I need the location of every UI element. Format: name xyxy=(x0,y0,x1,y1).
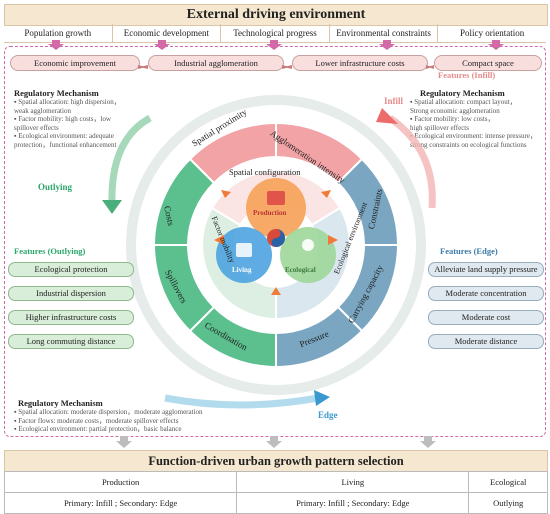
selection-title: Function-driven urban growth pattern sel… xyxy=(4,450,548,472)
outlying-arrow-label: Outlying xyxy=(38,182,73,192)
segment-costs xyxy=(152,157,216,246)
table-row: Primary: Infill ; Secondary: Edge Primar… xyxy=(3,492,548,514)
table-header-cell: Production xyxy=(3,471,238,493)
driver-arrows xyxy=(48,40,504,50)
outlying-feature: Long commuting distance xyxy=(8,334,134,349)
factory-icon xyxy=(267,191,285,205)
driver-item: Economic development xyxy=(113,24,222,42)
infill-arrowhead xyxy=(376,108,398,124)
driver-item: Population growth xyxy=(4,24,113,42)
table-cell: Primary: Infill ; Secondary: Edge xyxy=(236,492,470,514)
outlying-features-title: Features (Outlying) xyxy=(14,246,86,256)
core-label-living: Living xyxy=(232,266,252,274)
infill-arrow-label: Infill xyxy=(384,96,404,106)
infill-arrow xyxy=(387,115,436,209)
core-label-production: Production xyxy=(253,209,287,217)
yin-yang-icon xyxy=(267,229,285,247)
tree-icon xyxy=(302,239,314,251)
outlying-feature: Industrial dispersion xyxy=(8,286,134,301)
edge-arrow-label: Edge xyxy=(318,410,338,420)
house-icon xyxy=(236,243,252,257)
edge-feature: Moderate distance xyxy=(428,334,544,349)
edge-feature: Moderate cost xyxy=(428,310,544,325)
production-circle xyxy=(246,178,306,238)
driver-item: Technological progress xyxy=(221,24,330,42)
middle-label: Spatial configuration xyxy=(229,167,301,177)
factor-pill: Economic improvement xyxy=(10,55,140,71)
outlying-mechanism-text: ▪ Spatial allocation: high dispersion， w… xyxy=(14,98,121,149)
core-label-ecological: Ecological xyxy=(285,266,316,274)
table-header-cell: Living xyxy=(236,471,470,493)
outer-ring xyxy=(126,95,426,395)
edge-feature: Moderate concentration xyxy=(428,286,544,301)
infill-mechanism-text: ▪ Spatial allocation: compact layout， St… xyxy=(410,98,537,149)
factor-connectors xyxy=(138,65,434,69)
table-header-cell: Ecological xyxy=(468,471,548,493)
edge-arrow xyxy=(164,394,319,409)
outlying-feature: Ecological protection xyxy=(8,262,134,277)
edge-mechanism-title: Regulatory Mechanism xyxy=(18,398,103,408)
edge-mechanism-text: ▪ Spatial allocation: moderate dispersio… xyxy=(14,408,203,433)
driver-item: Policy orientation xyxy=(460,28,525,38)
infill-features-title: Features (Infill) xyxy=(438,70,496,80)
selection-table: Production Living Ecological Primary: In… xyxy=(3,471,548,514)
page-title: External driving environment xyxy=(4,4,548,26)
infill-mechanism-title: Regulatory Mechanism xyxy=(420,88,505,98)
outlying-mechanism-title: Regulatory Mechanism xyxy=(14,88,99,98)
ecological-circle xyxy=(280,227,336,283)
outlying-feature: Higher infrastructure costs xyxy=(8,310,134,325)
pressure-arrows xyxy=(214,190,338,295)
outlying-arrowhead xyxy=(102,200,122,214)
driver-item: Environmental constraints xyxy=(330,24,439,42)
table-cell: Primary: Infill ; Secondary: Edge xyxy=(3,492,238,514)
table-cell: Outlying xyxy=(468,492,548,514)
factor-pill: Industrial agglomeration xyxy=(148,55,284,71)
edge-arrowhead xyxy=(314,390,330,406)
edge-features-title: Features (Edge) xyxy=(440,246,498,256)
wheel-diagram xyxy=(126,95,426,395)
factor-pill: Lower infrastructure costs xyxy=(292,55,428,71)
outlying-arrow xyxy=(108,114,152,206)
factor-pill: Compact space xyxy=(434,55,542,71)
selection-arrows xyxy=(116,436,436,448)
edge-feature: Alleviate land supply pressure xyxy=(428,262,544,277)
table-row: Production Living Ecological xyxy=(3,471,548,493)
